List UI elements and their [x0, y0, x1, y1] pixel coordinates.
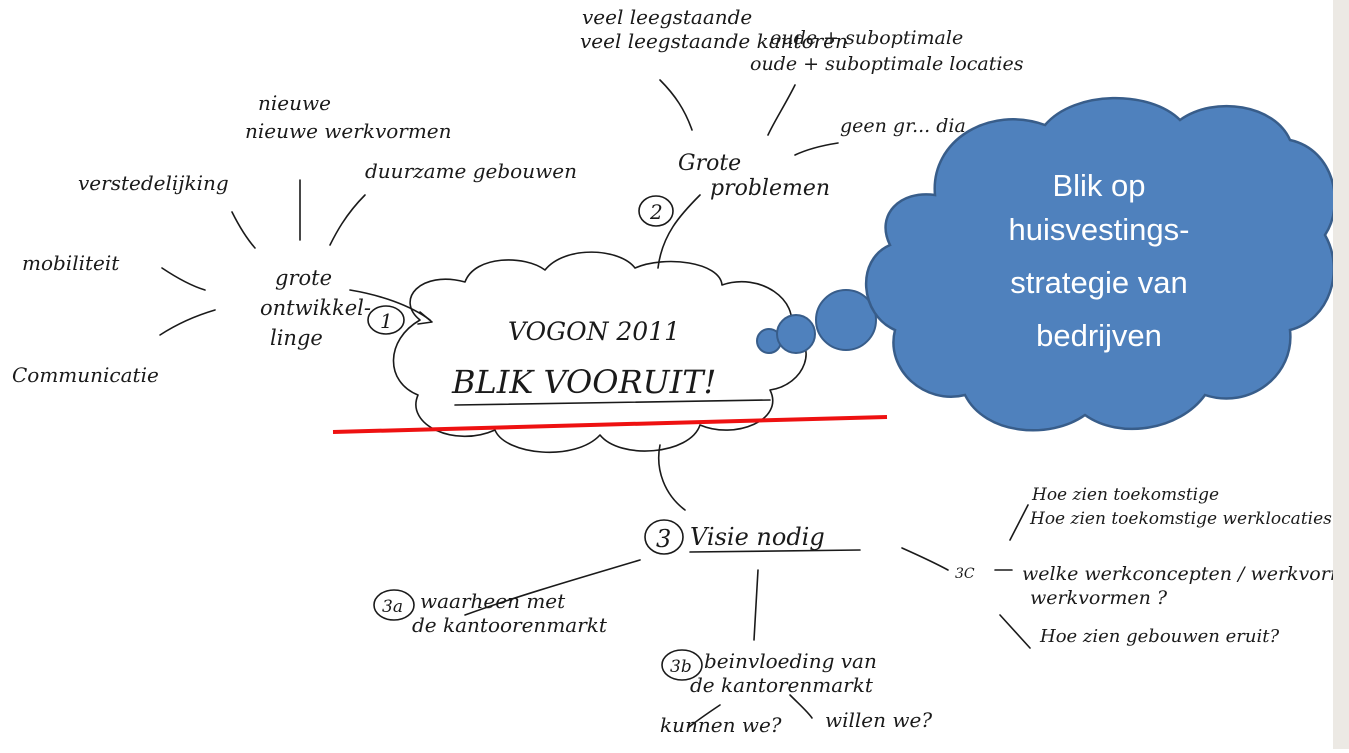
branch3b-leaf-willen: willen we? — [825, 708, 932, 732]
branch3c-number: 3C — [955, 566, 975, 582]
branch1-line-mobiliteit — [161, 267, 206, 291]
branch2-connector — [657, 194, 701, 269]
branch3c-item-2: welke werkconcepten / werkvormen? — [1022, 563, 1349, 585]
branch1-item-nieuwe-line1: nieuwe — [258, 91, 331, 115]
branch-3: 3 Visie nodig 3a waarheen met de kantoor… — [373, 444, 1349, 737]
thought-bubble-line2: huisvestings- — [1009, 212, 1190, 247]
branch3b-line-willen — [789, 694, 813, 719]
thought-bubble-line1: Blik op — [1052, 168, 1145, 203]
branch3a-text-line1: waarheen met — [420, 589, 566, 613]
thought-bubble: Blik op huisvestings- strategie van bedr… — [756, 96, 1337, 432]
branch3b-text-line2: de kantorenmarkt — [690, 673, 874, 697]
branch2-number-circle — [638, 195, 674, 227]
center-title-line1: VOGON 2011 — [508, 317, 680, 346]
branch3b-leaf-kunnen: kunnen we? — [660, 713, 782, 737]
branch1-number: 1 — [380, 309, 393, 333]
branch1-title-line1: grote — [275, 266, 332, 290]
branch3b-connector — [753, 569, 759, 641]
branch3b-line-kunnen — [687, 704, 721, 729]
branch3b-number-circle — [661, 649, 703, 681]
branch1-item-duurzame: duurzame gebouwen — [365, 159, 577, 183]
branch2-line-leegstand — [659, 79, 693, 131]
branch3a-number-circle — [373, 589, 415, 621]
slide-edge-strip — [1333, 0, 1349, 749]
branch2-title-line1: Grote — [678, 151, 741, 176]
branch2-line-locaties — [767, 84, 796, 136]
branch2-item-locaties-line1: oude + suboptimale — [770, 27, 963, 49]
center-title-line2: BLIK VOORUIT! — [451, 363, 716, 401]
branch3-connector — [658, 444, 686, 511]
branch3a-number: 3a — [382, 597, 403, 617]
branch3c-connector — [901, 547, 949, 571]
branch1-line-verstedelijking — [231, 211, 256, 249]
branch1-item-verstedelijking: verstedelijking — [78, 171, 229, 195]
branch-2: Grote problemen 2 veel leegstaande veel … — [580, 5, 1024, 269]
branch1-title-line2: ontwikkel- — [260, 296, 371, 320]
branch1-arrow-head — [417, 311, 433, 325]
branch3a-text-line2: de kantoorenmarkt — [412, 613, 608, 637]
thought-bubble-line3: strategie van — [1010, 265, 1188, 300]
branch3c-item-1: Hoe zien toekomstige werklocaties eruit? — [1029, 509, 1349, 529]
branch1-line-duurzame — [329, 194, 366, 246]
branch3-title: Visie nodig — [690, 523, 825, 551]
branch3-number: 3 — [656, 525, 671, 553]
branch1-item-communicatie: Communicatie — [12, 363, 159, 387]
branch3b-text-line1: beinvloeding van — [704, 649, 877, 673]
branch1-number-circle — [367, 305, 405, 335]
branch2-item-locaties: oude + suboptimale locaties — [750, 53, 1024, 75]
branch1-title-line3: linge — [270, 326, 323, 350]
branch3c-line-1 — [1009, 504, 1029, 541]
center-title-underline — [454, 399, 771, 406]
branch3a-connector — [464, 559, 641, 616]
branch2-item-leegstand: veel leegstaande kantoren — [580, 29, 848, 53]
branch1-line-communicatie — [159, 309, 216, 336]
branch3c-item-3: Hoe zien gebouwen eruit? — [1039, 626, 1279, 647]
branch3c-item-2-line2: werkvormen ? — [1030, 587, 1168, 609]
center-cloud: VOGON 2011 BLIK VOORUIT! — [392, 251, 807, 453]
branch3b-number: 3b — [670, 657, 692, 677]
branch2-item-geen: geen gr... dia... — [840, 115, 984, 137]
branch3c-line-3 — [999, 614, 1031, 649]
branch1-item-nieuwe: nieuwe werkvormen — [245, 119, 452, 143]
branch3c-item-1-line1: Hoe zien toekomstige — [1031, 485, 1219, 505]
thought-bubble-line4: bedrijven — [1036, 318, 1162, 353]
thought-trail-dot-large — [815, 289, 877, 351]
branch3-title-underline — [689, 549, 861, 553]
red-strike-line — [332, 415, 888, 434]
branch1-item-mobiliteit: mobiliteit — [22, 251, 120, 275]
thought-cloud-shape — [865, 96, 1337, 432]
branch2-item-leegstand-line1: veel leegstaande — [582, 5, 752, 29]
branch2-line-geen — [794, 142, 839, 156]
thought-trail-dot-medium — [776, 314, 816, 354]
branch2-title-line2: problemen — [710, 176, 830, 201]
branch2-number: 2 — [649, 200, 663, 224]
branch-1: grote ontwikkel- linge 1 nieuwe nieuwe w… — [12, 91, 577, 387]
branch3-number-circle — [644, 519, 684, 555]
